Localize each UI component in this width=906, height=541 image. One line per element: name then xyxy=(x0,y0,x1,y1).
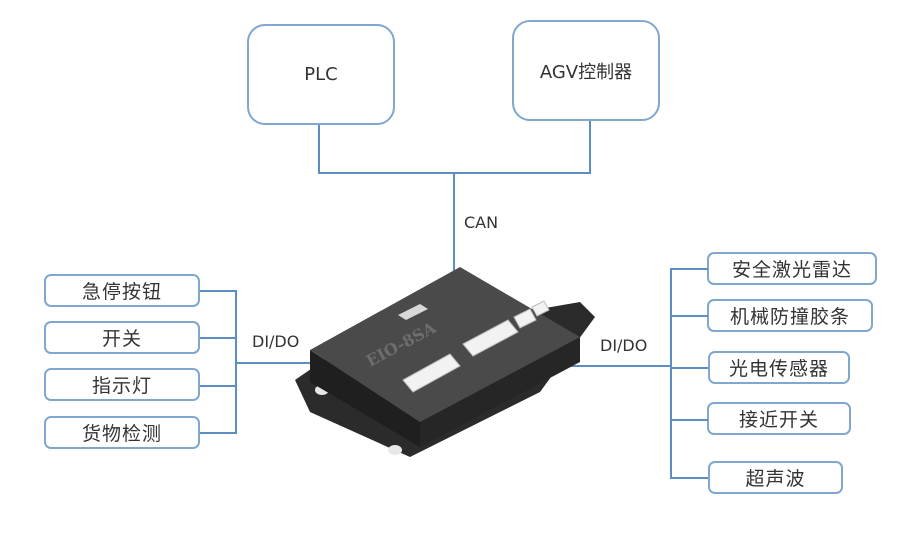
right-stub-line xyxy=(670,367,708,369)
plc-label: PLC xyxy=(304,64,338,85)
connector-medium xyxy=(462,319,519,357)
left-stub-line xyxy=(200,385,237,387)
device-side xyxy=(310,350,420,447)
can-trunk-line xyxy=(453,172,455,272)
right-item-label: 机械防撞胶条 xyxy=(729,306,850,328)
device-front xyxy=(420,337,580,447)
agv-controller-node: AGV控制器 xyxy=(512,20,660,121)
left-trunk-line xyxy=(235,362,310,364)
eio-device-image: EIO-8SA xyxy=(295,267,595,457)
left-item-label: 指示灯 xyxy=(91,375,152,397)
right-stub-line xyxy=(670,477,708,479)
right-item-label: 接近开关 xyxy=(738,409,819,431)
left-stub-line xyxy=(200,432,237,434)
right-item-label: 安全激光雷达 xyxy=(731,259,852,281)
connector-small xyxy=(513,300,550,329)
agv-drop-line xyxy=(589,121,591,173)
right-item-safety-lidar: 安全激光雷达 xyxy=(707,252,877,285)
left-item-label: 货物检测 xyxy=(81,423,162,445)
left-item-cargo-detection: 货物检测 xyxy=(44,416,200,449)
can-label: CAN xyxy=(464,213,499,232)
left-item-label: 开关 xyxy=(101,328,142,350)
right-item-label: 超声波 xyxy=(745,468,806,490)
right-stub-line xyxy=(670,315,708,317)
left-item-switch: 开关 xyxy=(44,321,200,354)
right-item-ultrasonic: 超声波 xyxy=(708,461,843,494)
right-stub-line xyxy=(670,268,708,270)
right-vertical-bus xyxy=(670,268,672,479)
right-item-photoelectric-sensor: 光电传感器 xyxy=(708,351,850,384)
plc-drop-line xyxy=(318,125,320,173)
right-item-bumper-strip: 机械防撞胶条 xyxy=(707,299,873,332)
device-top xyxy=(310,267,580,422)
plc-node: PLC xyxy=(247,24,395,125)
right-dido-label: DI/DO xyxy=(600,336,648,355)
left-item-label: 急停按钮 xyxy=(81,281,162,303)
right-item-proximity-switch: 接近开关 xyxy=(707,402,851,435)
display-slot xyxy=(398,304,428,320)
left-dido-label: DI/DO xyxy=(252,332,300,351)
left-stub-line xyxy=(200,337,237,339)
mount-hole xyxy=(388,445,402,455)
left-item-emergency-stop: 急停按钮 xyxy=(44,274,200,307)
left-item-indicator-light: 指示灯 xyxy=(44,368,200,401)
connector-large xyxy=(402,353,461,393)
agv-controller-label: AGV控制器 xyxy=(539,61,633,83)
left-stub-line xyxy=(200,290,237,292)
right-item-label: 光电传感器 xyxy=(728,358,829,380)
right-trunk-line xyxy=(550,365,672,367)
right-stub-line xyxy=(670,419,708,421)
